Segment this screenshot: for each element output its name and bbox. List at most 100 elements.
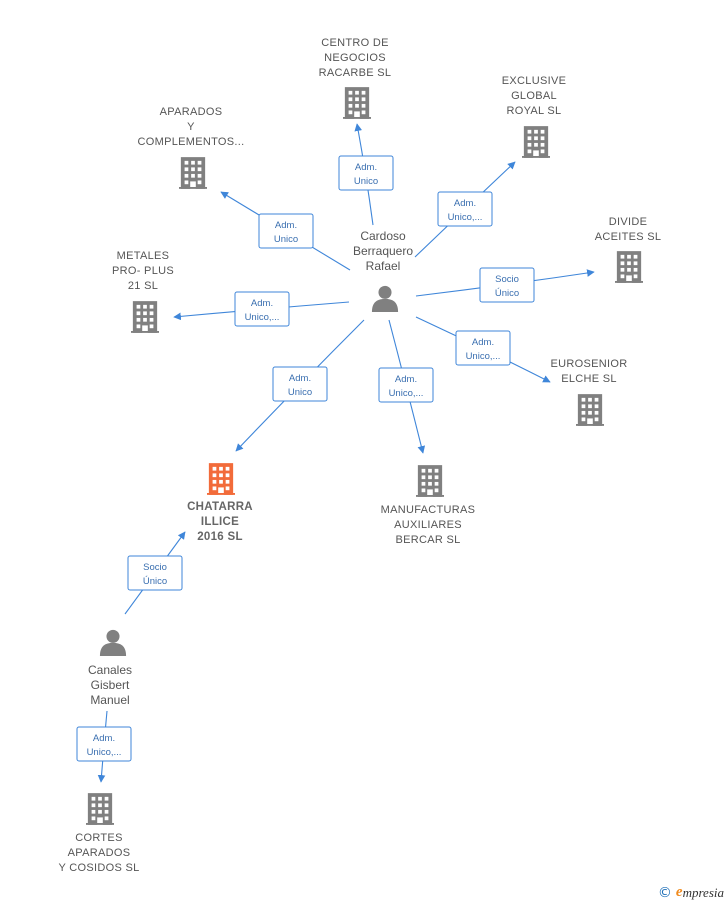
relation-label[interactable]: Adm.Unico,... bbox=[437, 191, 493, 227]
relation-label[interactable]: Adm. Unico bbox=[338, 155, 394, 191]
relation-text: Adm. bbox=[275, 220, 297, 231]
node-eurosenior[interactable]: EUROSENIOR ELCHE SL bbox=[551, 358, 628, 426]
relation-box bbox=[127, 555, 183, 591]
building-icon bbox=[179, 157, 207, 189]
relation-text: Socio bbox=[143, 562, 167, 573]
nodes-layer: CENTRO DE NEGOCIOS RACARBE SL EXCLUSIVE GLOB… bbox=[58, 37, 661, 874]
edge-cardoso-chatarra: Adm. Unico bbox=[235, 319, 365, 452]
building-icon bbox=[416, 465, 444, 497]
brand-logo-text: mpresia bbox=[682, 884, 724, 900]
brand-logo-initial: e bbox=[675, 884, 683, 900]
node-label: NEGOCIOS bbox=[324, 52, 386, 64]
relation-box bbox=[272, 366, 328, 402]
relation-text: Unico,... bbox=[87, 747, 122, 758]
node-exclusive[interactable]: EXCLUSIVE GLOBAL ROYAL SL bbox=[502, 75, 566, 158]
building-icon bbox=[131, 301, 159, 333]
relation-label[interactable]: Adm. Unico,... bbox=[378, 367, 434, 403]
relation-text: Unico,... bbox=[245, 312, 280, 323]
relation-text: Unico,... bbox=[389, 388, 424, 399]
building-icon bbox=[343, 87, 371, 119]
node-label: RACARBE SL bbox=[319, 67, 392, 79]
node-label: BERCAR SL bbox=[395, 534, 460, 546]
node-metales[interactable]: METALES PRO- PLUS 21 SL bbox=[112, 250, 174, 333]
person-icon bbox=[371, 285, 399, 312]
node-centro[interactable]: CENTRO DE NEGOCIOS RACARBE SL bbox=[319, 37, 392, 119]
node-label: METALES bbox=[117, 250, 170, 262]
copyright-icon: © bbox=[657, 884, 672, 901]
relation-box bbox=[338, 155, 394, 191]
relation-label[interactable]: Adm. Unico,... bbox=[234, 291, 290, 327]
node-label: DIVIDE bbox=[609, 216, 647, 228]
person-icon bbox=[99, 629, 127, 656]
node-label: CENTRO DE bbox=[321, 37, 388, 49]
node-manufacturas[interactable]: MANUFACTURAS AUXILIARES BERCAR SL bbox=[381, 465, 476, 546]
edge-cardoso-metales: Adm. Unico,... bbox=[173, 291, 350, 327]
node-label: PRO- PLUS bbox=[112, 265, 174, 277]
relation-box bbox=[378, 367, 434, 403]
relation-label[interactable]: Adm. Unico,... bbox=[76, 726, 132, 762]
node-label: 2016 SL bbox=[197, 531, 243, 543]
relation-text: Unico bbox=[354, 176, 378, 187]
node-label: Cardoso bbox=[360, 229, 406, 243]
building-icon bbox=[522, 126, 550, 158]
relation-text: Único bbox=[495, 288, 519, 299]
relation-text: Adm. bbox=[251, 298, 273, 309]
relation-text: Adm. bbox=[355, 162, 377, 173]
node-label: EXCLUSIVE bbox=[502, 75, 566, 87]
relation-text: Adm. bbox=[289, 373, 311, 384]
relation-box bbox=[234, 291, 290, 327]
node-aparados[interactable]: APARADOSYCOMPLEMENTOS... bbox=[138, 106, 245, 189]
edge-cardoso-aparados: Adm. Unico bbox=[220, 191, 351, 271]
node-label: 21 SL bbox=[128, 280, 158, 292]
node-label: ELCHE SL bbox=[561, 373, 617, 385]
building-icon bbox=[576, 394, 604, 426]
node-label: Canales bbox=[88, 663, 132, 677]
node-label: GLOBAL bbox=[511, 90, 557, 102]
node-label: ROYAL SL bbox=[507, 105, 562, 117]
relation-label[interactable]: Adm.Unico,... bbox=[455, 330, 511, 366]
edge-canales-cortes: Adm. Unico,... bbox=[76, 710, 132, 783]
node-label: APARADOS bbox=[160, 106, 223, 118]
relation-text: Unico bbox=[288, 387, 312, 398]
relation-box bbox=[258, 213, 314, 249]
building-icon bbox=[86, 793, 114, 825]
edges-layer: Adm.UnicoAdm.Unico,...Adm.UnicoSocioÚnic… bbox=[76, 123, 595, 783]
node-divide[interactable]: DIVIDE ACEITES SL bbox=[595, 216, 662, 283]
node-label: Manuel bbox=[90, 693, 129, 707]
node-label: CORTES bbox=[75, 832, 122, 844]
relation-box bbox=[455, 330, 511, 366]
node-label: AUXILIARES bbox=[394, 519, 462, 531]
edge-cardoso-manufacturas: Adm. Unico,... bbox=[378, 319, 434, 454]
relation-text: Adm. bbox=[93, 733, 115, 744]
node-label: Berraquero bbox=[353, 244, 413, 258]
node-label: Y bbox=[187, 121, 195, 133]
relation-text: Adm. bbox=[395, 374, 417, 385]
relation-text: Unico,... bbox=[466, 351, 501, 362]
node-label: CHATARRA bbox=[187, 501, 253, 513]
relation-text: Socio bbox=[495, 274, 519, 285]
relation-box bbox=[76, 726, 132, 762]
node-label: Gisbert bbox=[91, 678, 130, 692]
relation-label[interactable]: Adm. Unico bbox=[272, 366, 328, 402]
relation-text: Único bbox=[143, 576, 167, 587]
edge-cardoso-centro: Adm. Unico bbox=[338, 123, 394, 226]
relation-box bbox=[479, 267, 535, 303]
node-label: ACEITES SL bbox=[595, 231, 662, 243]
node-label: MANUFACTURAS bbox=[381, 504, 476, 516]
relation-label[interactable]: Adm. Unico bbox=[258, 213, 314, 249]
building-icon bbox=[615, 251, 643, 283]
node-label: Y COSIDOS SL bbox=[58, 862, 139, 874]
relation-box bbox=[437, 191, 493, 227]
node-label: Rafael bbox=[366, 259, 401, 273]
node-label: EUROSENIOR bbox=[551, 358, 628, 370]
relation-text: Unico bbox=[274, 234, 298, 245]
